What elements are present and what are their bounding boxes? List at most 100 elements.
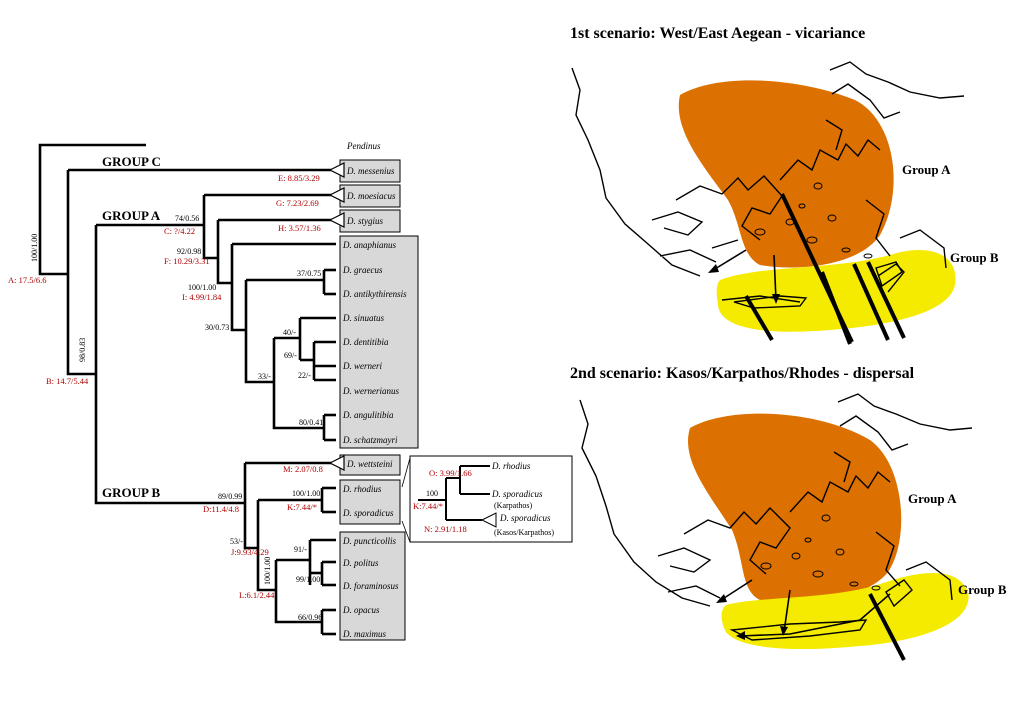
node-date-l: L:6.1/2.44 xyxy=(239,590,275,600)
taxon-opacus: D. opacus xyxy=(342,605,380,615)
box-group-b-rest xyxy=(339,531,406,641)
group-a-label-map-2: Group A xyxy=(908,491,957,506)
taxon-sporadicus: D. sporadicus xyxy=(342,508,394,518)
group-b-label: GROUP B xyxy=(102,485,160,500)
taxon-antikythirensis: D. antikythirensis xyxy=(342,289,407,299)
barrier-line xyxy=(744,294,774,342)
node-date-d: D:11.4/4.8 xyxy=(203,504,239,514)
barrier-line xyxy=(866,261,906,339)
node-date-f: F: 10.29/3.31 xyxy=(164,256,210,266)
support-value: 100/1.00 xyxy=(292,489,320,498)
taxon-politus: D. politus xyxy=(342,558,379,568)
support-value: 89/0.99 xyxy=(218,492,242,501)
inset-taxon-sporadicus: D. sporadicus xyxy=(491,489,543,499)
inset-taxon-sporadicus-2: D. sporadicus xyxy=(499,513,551,523)
inset-support: 100 xyxy=(426,489,438,498)
support-value: 22/- xyxy=(298,371,311,380)
node-date-e: E: 8.85/3.29 xyxy=(278,173,320,183)
barrier-line xyxy=(852,263,890,341)
support-value: 80/0.41 xyxy=(299,418,323,427)
group-a-label-map-1: Group A xyxy=(902,162,951,177)
group-b-label-map-1: Group B xyxy=(950,250,999,265)
collapsed-clade-icon xyxy=(328,187,345,203)
taxon-wernerianus: D. wernerianus xyxy=(342,386,399,396)
box-group-a-main xyxy=(339,235,419,449)
node-date-a: A: 17.5/6.6 xyxy=(8,275,47,285)
support-value: 92/0.98 xyxy=(177,247,201,256)
support-value: 30/0.73 xyxy=(205,323,229,332)
inset-date-o: O: 3.99/1.66 xyxy=(429,468,472,478)
rhodes-outline xyxy=(875,261,903,288)
taxon-messenius: D. messenius xyxy=(346,166,395,176)
collapsed-clade-icon xyxy=(328,455,345,471)
taxon-pendinus: Pendinus xyxy=(346,141,381,151)
dispersal-arrow xyxy=(773,254,777,301)
node-date-m: M: 2.07/0.8 xyxy=(283,464,323,474)
support-value: 69/- xyxy=(284,351,297,360)
taxon-puncticollis: D. puncticollis xyxy=(342,536,396,546)
taxon-sinuatus: D. sinuatus xyxy=(342,313,385,323)
group-a-label: GROUP A xyxy=(102,208,161,223)
arrow-head-icon xyxy=(708,264,719,273)
collapsed-clade-icon xyxy=(328,162,345,178)
group-c-label: GROUP C xyxy=(102,154,161,169)
taxon-werneri: D. werneri xyxy=(342,361,382,371)
dispersal-arrow xyxy=(783,589,791,633)
group-b-range xyxy=(716,249,956,332)
node-date-h: H: 3.57/1.36 xyxy=(278,223,321,233)
taxon-foraminosus: D. foraminosus xyxy=(342,581,399,591)
support-value: 66/0.96 xyxy=(298,613,322,622)
arrow-head-icon xyxy=(736,631,745,640)
collapsed-clade-icon xyxy=(480,512,497,528)
taxon-stygius: D. stygius xyxy=(346,216,383,226)
taxon-rhodius: D. rhodius xyxy=(342,484,382,494)
support-value: 53/- xyxy=(230,537,243,546)
taxon-graecus: D. graecus xyxy=(342,265,383,275)
arrow-head-icon xyxy=(772,294,780,304)
taxon-angulitibia: D. angulitibia xyxy=(342,410,394,420)
inset-date-n: N: 2.91/1.18 xyxy=(424,524,467,534)
support-value: 33/- xyxy=(258,372,271,381)
barrier-line xyxy=(820,271,852,345)
barrier-line xyxy=(868,593,906,661)
collapsed-clade-icon xyxy=(328,212,345,228)
map-scenario-2: Group A Group B xyxy=(579,393,1007,661)
taxon-moesiacus: D. moesiacus xyxy=(346,191,396,201)
group-b-label-map-2: Group B xyxy=(958,582,1007,597)
taxon-wettsteini: D. wettsteini xyxy=(346,459,393,469)
node-date-k: K:7.44/* xyxy=(287,502,317,512)
inset-locality-kasos: (Kasos/Karpathos) xyxy=(494,528,554,537)
taxon-anaphianus: D. anaphianus xyxy=(342,240,397,250)
support-value: 40/- xyxy=(283,328,296,337)
inset-subtree: D. rhodius D. sporadicus (Karpathos) D. … xyxy=(401,455,573,543)
crete-outline xyxy=(729,619,868,641)
taxon-schatzmayri: D. schatzmayri xyxy=(342,435,398,445)
taxon-maximus: D. maximus xyxy=(342,629,386,639)
group-a-range xyxy=(688,413,902,603)
inset-date-k: K:7.44/* xyxy=(413,501,443,511)
node-date-b: B: 14.7/5.44 xyxy=(46,376,89,386)
map-scenario-1: Group A Group B xyxy=(571,61,999,345)
inset-taxon-rhodius: D. rhodius xyxy=(491,461,531,471)
arrow-head-icon xyxy=(780,626,788,636)
support-value: 100/1.00 xyxy=(188,283,216,292)
node-date-j: J:9.93/4.29 xyxy=(231,547,269,557)
dispersal-arrow xyxy=(739,593,891,637)
support-value: 74/0.56 xyxy=(175,214,199,223)
arrow-head-icon xyxy=(716,594,727,603)
node-date-i: I: 4.99/1.84 xyxy=(182,292,222,302)
support-value: 100/1.00 xyxy=(263,557,272,585)
scenario-1-title: 1st scenario: West/East Aegean - vicaria… xyxy=(570,25,865,42)
rhodes-outline xyxy=(885,579,913,608)
inset-locality-karpathos: (Karpathos) xyxy=(494,501,533,510)
support-root: 100/1.00 xyxy=(30,234,39,262)
taxon-dentitibia: D. dentitibia xyxy=(342,337,389,347)
node-date-g: G: 7.23/2.69 xyxy=(276,198,319,208)
support-value: 91/- xyxy=(294,545,307,554)
phylogenetic-tree: GROUP C GROUP A GROUP B Pendinus D. mess… xyxy=(8,141,419,641)
support-b: 98/0.83 xyxy=(78,338,87,362)
node-date-c: C: ?/4.22 xyxy=(164,226,195,236)
box-rhodius-sporadicus xyxy=(339,479,401,525)
support-value: 99/1.00 xyxy=(296,575,320,584)
